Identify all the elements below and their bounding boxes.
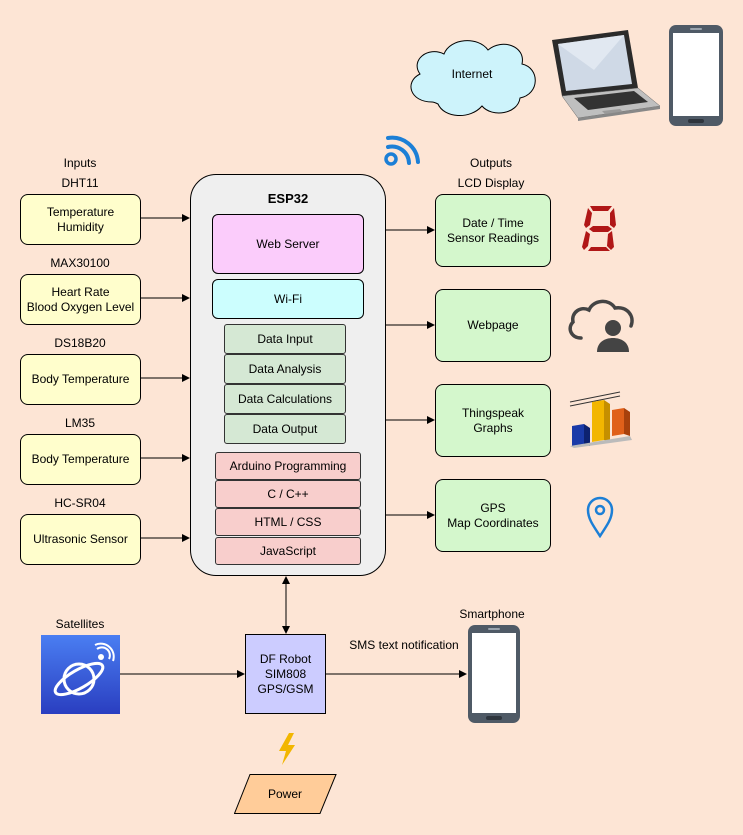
df-robot-module-box: DF Robot SIM808 GPS/GSM [245,634,326,714]
sensor-label-max30100: MAX30100 [50,256,110,270]
bar-graph-icon [569,391,632,448]
data-output-box: Data Output [224,414,346,444]
smartphone-label: Smartphone [459,607,525,621]
internet-label: Internet [451,67,493,81]
input-box-lm35: Body Temperature [20,434,141,485]
power-label: Power [267,787,302,801]
satellite-orbit-icon [41,635,120,714]
inputs-heading: Inputs [63,156,97,170]
lcd-display-label: LCD Display [457,176,525,190]
input-box-max30100: Heart Rate Blood Oxygen Level [20,274,141,325]
web-server-box: Web Server [212,214,364,274]
output-box-lcd: Date / Time Sensor Readings [435,194,551,267]
c-cpp-box: C / C++ [215,480,361,508]
satellites-label: Satellites [55,617,105,631]
cloud-user-icon [568,299,634,352]
output-box-gps: GPS Map Coordinates [435,479,551,552]
smartphone-top-icon [669,25,723,126]
sms-notification-label: SMS text notification [349,638,459,652]
sensor-label-lm35: LM35 [64,416,96,430]
esp32-title: ESP32 [267,191,309,206]
arduino-programming-box: Arduino Programming [215,452,361,480]
sensor-label-hcsr04: HC-SR04 [54,496,106,510]
input-box-dht11: Temperature Humidity [20,194,141,245]
power-shape [234,774,337,814]
map-pin-icon [586,496,614,538]
html-css-box: HTML / CSS [215,508,361,536]
sensor-label-ds18b20: DS18B20 [54,336,106,350]
output-box-webpage: Webpage [435,289,551,362]
lightning-bolt-icon [279,733,295,765]
wifi-box: Wi-Fi [212,279,364,319]
seven-segment-display-icon [582,206,616,251]
data-analysis-box: Data Analysis [224,354,346,384]
smartphone-bottom-icon [468,625,520,723]
output-box-thingspeak: Thingspeak Graphs [435,384,551,457]
input-box-ds18b20: Body Temperature [20,354,141,405]
outputs-heading: Outputs [469,156,513,170]
wifi-signal-icon [384,135,420,166]
javascript-box: JavaScript [215,537,361,565]
data-input-box: Data Input [224,324,346,354]
internet-cloud-icon [410,40,536,116]
sensor-label-dht11: DHT11 [61,176,99,190]
input-box-hcsr04: Ultrasonic Sensor [20,514,141,565]
data-calculations-box: Data Calculations [224,384,346,414]
laptop-icon [552,30,661,121]
